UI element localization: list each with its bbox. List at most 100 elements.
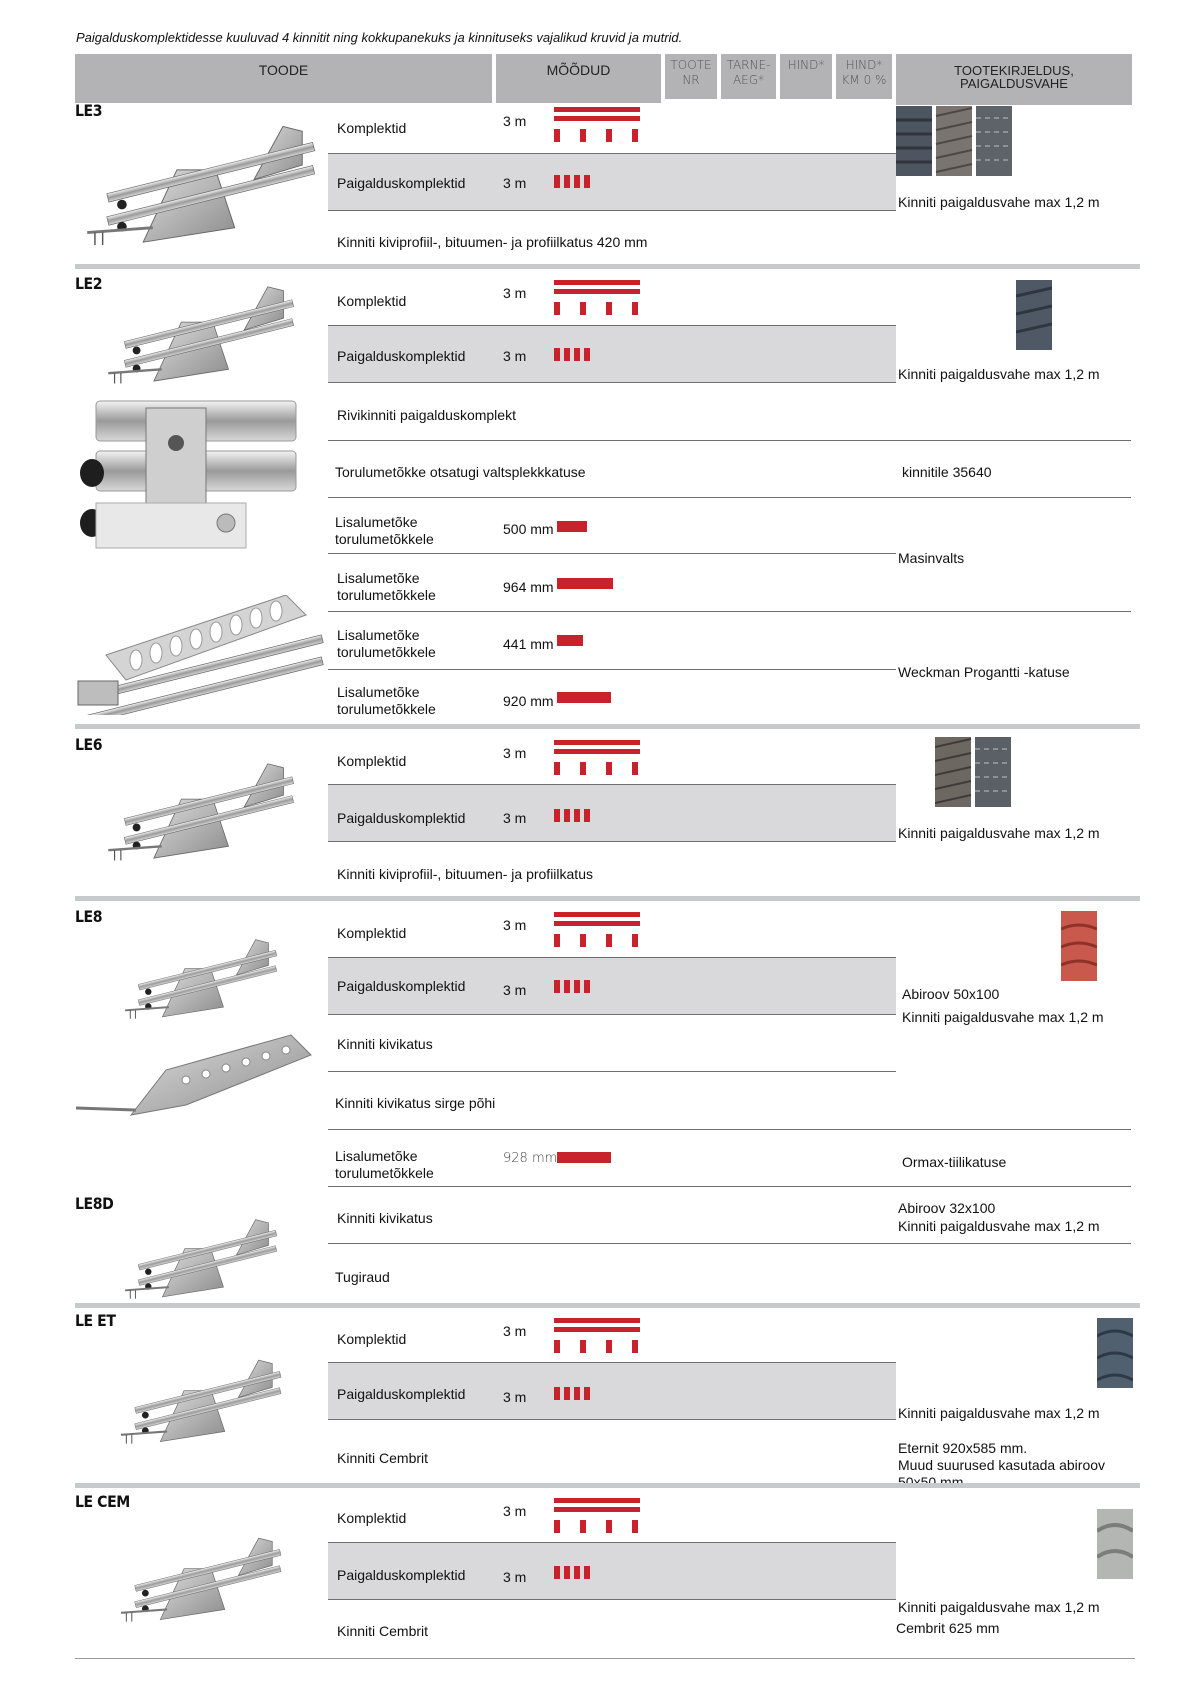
row-divider	[328, 611, 1131, 612]
header-tootekirjeldus: TOOTEKIRJELDUS,PAIGALDUSVAHE	[896, 54, 1132, 105]
measure: 3 m	[503, 917, 527, 933]
measure: 3 m	[503, 285, 527, 301]
row-divider	[328, 1362, 896, 1363]
row-label: Rivikinniti paigalduskomplekt	[337, 407, 516, 423]
set-bars-icon	[554, 1498, 640, 1534]
product-description: Kinniti paigaldusvahe max 1,2 m	[898, 1599, 1100, 1615]
measure: 3 m	[503, 175, 527, 191]
row-divider	[328, 784, 896, 785]
product-code-le3: LE3	[75, 101, 103, 120]
length-bar	[557, 635, 583, 646]
row-label: Komplektid	[337, 1510, 407, 1526]
row-bg-le2	[328, 325, 896, 382]
row-divider	[328, 1014, 896, 1015]
measure: 3 m	[503, 745, 527, 761]
measure: 920 mm	[503, 693, 554, 709]
measure: 3 m	[503, 113, 527, 129]
set-bars-icon	[554, 280, 640, 316]
row-label: Paigalduskomplektid	[337, 810, 466, 826]
set-bars-icon	[554, 740, 640, 776]
kit-bars-icon	[554, 809, 594, 822]
product-code-le2: LE2	[75, 274, 103, 293]
row-label: Paigalduskomplektid	[337, 978, 466, 994]
product-description: Kinniti paigaldusvahe max 1,2 m	[898, 194, 1100, 210]
product-description: Kinniti paigaldusvahe max 1,2 m	[898, 1405, 1100, 1421]
row-bg-le3	[328, 153, 896, 210]
row-divider	[328, 440, 1131, 441]
row-label: Komplektid	[337, 120, 407, 136]
product-code-le8: LE8	[75, 907, 103, 926]
roof-tiles-icon	[896, 106, 1012, 176]
row-bg-le-cem	[328, 1542, 896, 1599]
row-bg-le8	[328, 957, 896, 1014]
product-image-le8	[123, 938, 279, 1020]
product-code-le6: LE6	[75, 735, 103, 754]
product-image-le8d	[123, 1218, 279, 1300]
header-moodud: MÕÕDUD	[496, 54, 661, 103]
section-separator	[75, 896, 1140, 901]
row-divider	[328, 153, 896, 154]
set-bars-icon	[554, 1318, 640, 1354]
measure: 3 m	[503, 1569, 527, 1585]
kit-bars-icon	[554, 175, 594, 188]
page-bottom-rule	[75, 1658, 1135, 1659]
measure: 3 m	[503, 1503, 527, 1519]
rail-kit-image	[80, 400, 297, 549]
row-divider	[328, 1243, 1131, 1244]
row-label: Kinniti kivikatus	[337, 1036, 433, 1052]
product-description: Kinniti paigaldusvahe max 1,2 m	[898, 825, 1100, 841]
measure: 964 mm	[503, 579, 554, 595]
row-label: Komplektid	[337, 925, 407, 941]
row-divider	[328, 957, 896, 958]
roof-tile-icon	[1097, 1318, 1133, 1388]
product-description: Cembrit 625 mm	[896, 1620, 1000, 1636]
row-divider	[328, 1599, 896, 1600]
roof-tile-icon	[1097, 1509, 1133, 1579]
section-separator	[75, 264, 1140, 269]
row-divider	[328, 841, 896, 842]
product-image-le-cem	[119, 1536, 283, 1623]
length-bar	[557, 521, 587, 532]
row-divider	[328, 497, 1131, 498]
row-divider	[328, 1129, 1131, 1130]
row-bg-le-et	[328, 1362, 896, 1419]
row-divider	[328, 553, 896, 554]
set-bars-icon	[554, 107, 640, 143]
row-label: Kinniti kiviprofiil-, bituumen- ja profi…	[337, 234, 648, 250]
row-divider	[328, 382, 896, 383]
intro-text: Paigalduskomplektidesse kuuluvad 4 kinni…	[76, 30, 683, 45]
measure: 928 mm	[503, 1151, 558, 1166]
measure: 3 m	[503, 1389, 527, 1405]
product-description: Weckman Progantti -katuse	[898, 664, 1070, 680]
product-image-weckman	[77, 595, 324, 715]
measure: 3 m	[503, 982, 527, 998]
measure: 441 mm	[503, 636, 554, 652]
roof-tile-icon	[1061, 911, 1097, 981]
product-description: Kinniti paigaldusvahe max 1,2 m	[898, 366, 1100, 382]
roof-tiles-icon	[935, 737, 1011, 807]
row-divider	[328, 1419, 896, 1420]
set-bars-icon	[554, 912, 640, 948]
kit-bars-icon	[554, 1387, 594, 1400]
row-label: Paigalduskomplektid	[337, 1386, 466, 1402]
product-description: Ormax-tiilikatuse	[902, 1154, 1007, 1170]
length-bar	[557, 692, 611, 703]
measure: 500 mm	[503, 521, 554, 537]
row-label: Komplektid	[337, 1331, 407, 1347]
product-description: Masinvalts	[898, 550, 965, 566]
product-description: Abiroov 50x100	[902, 986, 1000, 1002]
row-label: Kinniti kivikatus sirge põhi	[335, 1095, 496, 1111]
row-label: Paigalduskomplektid	[337, 348, 466, 364]
row-label: Kinniti Cembrit	[337, 1450, 429, 1466]
header-hind: HIND*	[780, 54, 832, 99]
row-label: Tugiraud	[335, 1269, 390, 1285]
product-code-le8d: LE8D	[75, 1194, 114, 1213]
row-label: Kinniti kiviprofiil-, bituumen- ja profi…	[337, 866, 593, 882]
section-separator	[75, 1303, 1140, 1308]
